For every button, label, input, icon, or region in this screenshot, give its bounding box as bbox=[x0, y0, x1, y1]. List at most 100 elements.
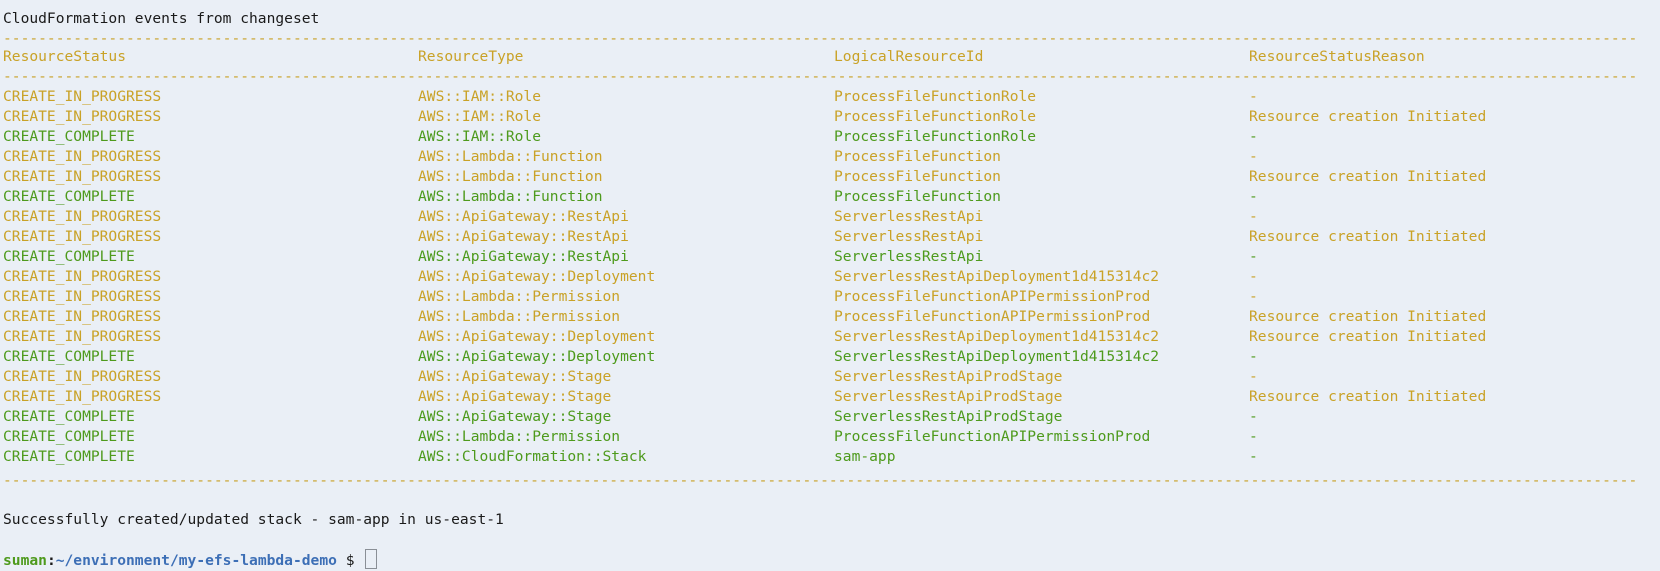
cell-resource-status-reason: Resource creation Initiated bbox=[1249, 308, 1487, 325]
cell-logical-resource-id: ServerlessRestApi bbox=[834, 208, 984, 225]
table-header: ResourceStatus ResourceType LogicalResou… bbox=[0, 47, 1660, 67]
cell-resource-status-reason: Resource creation Initiated bbox=[1249, 388, 1487, 405]
success-message: Successfully created/updated stack - sam… bbox=[3, 511, 504, 528]
cell-resource-status: CREATE_IN_PROGRESS bbox=[3, 268, 162, 285]
cell-resource-status: CREATE_IN_PROGRESS bbox=[3, 288, 162, 305]
cell-resource-status: CREATE_IN_PROGRESS bbox=[3, 228, 162, 245]
separator-bottom: ----------------------------------------… bbox=[3, 472, 1639, 489]
cell-resource-type: AWS::ApiGateway::RestApi bbox=[418, 248, 629, 265]
cell-logical-resource-id: ProcessFileFunctionRole bbox=[834, 108, 1037, 125]
separator-top: ----------------------------------------… bbox=[3, 30, 1639, 47]
cell-resource-type: AWS::Lambda::Function bbox=[418, 168, 603, 185]
header-logical-resource-id: LogicalResourceId bbox=[834, 48, 984, 65]
cell-resource-status: CREATE_IN_PROGRESS bbox=[3, 108, 162, 125]
table-row: CREATE_COMPLETE AWS::ApiGateway::RestApi S… bbox=[0, 247, 1660, 267]
cell-resource-status-reason: - bbox=[1249, 128, 1258, 145]
cell-resource-status: CREATE_COMPLETE bbox=[3, 448, 135, 465]
prompt-symbol: $ bbox=[345, 552, 355, 569]
table-row: CREATE_IN_PROGRESS AWS::Lambda::Function P… bbox=[0, 147, 1660, 167]
cell-resource-status-reason: - bbox=[1249, 368, 1258, 385]
cell-logical-resource-id: ProcessFileFunctionRole bbox=[834, 128, 1037, 145]
cell-resource-type: AWS::ApiGateway::Deployment bbox=[418, 348, 656, 365]
cell-resource-status-reason: - bbox=[1249, 288, 1258, 305]
cell-resource-status: CREATE_COMPLETE bbox=[3, 248, 135, 265]
cell-resource-status-reason: Resource creation Initiated bbox=[1249, 228, 1487, 245]
cell-resource-type: AWS::Lambda::Permission bbox=[418, 428, 621, 445]
cell-resource-type: AWS::IAM::Role bbox=[418, 88, 542, 105]
cell-resource-status-reason: - bbox=[1249, 448, 1258, 465]
cell-resource-status-reason: - bbox=[1249, 188, 1258, 205]
cell-resource-status: CREATE_IN_PROGRESS bbox=[3, 208, 162, 225]
cell-logical-resource-id: sam-app bbox=[834, 448, 896, 465]
table-row: CREATE_IN_PROGRESS AWS::ApiGateway::Deplo… bbox=[0, 327, 1660, 347]
cell-logical-resource-id: ProcessFileFunctionRole bbox=[834, 88, 1037, 105]
table-row: CREATE_COMPLETE AWS::CloudFormation::Stac… bbox=[0, 447, 1660, 467]
cursor-block[interactable] bbox=[365, 549, 378, 569]
cell-resource-status-reason: Resource creation Initiated bbox=[1249, 108, 1487, 125]
cell-resource-status: CREATE_COMPLETE bbox=[3, 348, 135, 365]
cell-resource-status: CREATE_IN_PROGRESS bbox=[3, 148, 162, 165]
cell-resource-type: AWS::Lambda::Function bbox=[418, 188, 603, 205]
cell-logical-resource-id: ServerlessRestApiProdStage bbox=[834, 368, 1063, 385]
cell-logical-resource-id: ServerlessRestApiDeployment1d415314c2 bbox=[834, 348, 1160, 365]
cell-resource-status: CREATE_IN_PROGRESS bbox=[3, 328, 162, 345]
cell-resource-type: AWS::ApiGateway::Deployment bbox=[418, 328, 656, 345]
cell-resource-type: AWS::Lambda::Function bbox=[418, 148, 603, 165]
prompt-separator: : bbox=[46, 552, 56, 569]
cell-logical-resource-id: ServerlessRestApi bbox=[834, 248, 984, 265]
prompt-user: suman bbox=[3, 552, 47, 569]
cell-logical-resource-id: ProcessFileFunction bbox=[834, 188, 1001, 205]
table-row: CREATE_COMPLETE AWS::ApiGateway::Deployme… bbox=[0, 347, 1660, 367]
cell-resource-status: CREATE_IN_PROGRESS bbox=[3, 88, 162, 105]
cell-resource-type: AWS::IAM::Role bbox=[418, 128, 542, 145]
cell-logical-resource-id: ProcessFileFunctionAPIPermissionProd bbox=[834, 308, 1151, 325]
cell-resource-status-reason: - bbox=[1249, 348, 1258, 365]
table-row: CREATE_COMPLETE AWS::Lambda::Permission Pr… bbox=[0, 427, 1660, 447]
cell-resource-status-reason: - bbox=[1249, 148, 1258, 165]
cell-resource-status: CREATE_COMPLETE bbox=[3, 428, 135, 445]
header-resource-status: ResourceStatus bbox=[3, 48, 127, 65]
table-row: CREATE_IN_PROGRESS AWS::Lambda::Permissio… bbox=[0, 287, 1660, 307]
cell-resource-status: CREATE_COMPLETE bbox=[3, 188, 135, 205]
cell-resource-status-reason: Resource creation Initiated bbox=[1249, 168, 1487, 185]
table-row: CREATE_IN_PROGRESS AWS::ApiGateway::RestA… bbox=[0, 207, 1660, 227]
prompt-path: ~/environment/my-efs-lambda-demo bbox=[55, 552, 337, 569]
cell-resource-status-reason: Resource creation Initiated bbox=[1249, 328, 1487, 345]
output-title: CloudFormation events from changeset bbox=[3, 10, 320, 27]
cell-logical-resource-id: ServerlessRestApiProdStage bbox=[834, 388, 1063, 405]
cell-resource-status-reason: - bbox=[1249, 88, 1258, 105]
table-row: CREATE_COMPLETE AWS::Lambda::Function Proc… bbox=[0, 187, 1660, 207]
cell-resource-type: AWS::Lambda::Permission bbox=[418, 288, 621, 305]
cell-logical-resource-id: ServerlessRestApiDeployment1d415314c2 bbox=[834, 328, 1160, 345]
cell-resource-type: AWS::ApiGateway::Stage bbox=[418, 408, 612, 425]
cell-resource-type: AWS::ApiGateway::Stage bbox=[418, 368, 612, 385]
cell-logical-resource-id: ServerlessRestApiProdStage bbox=[834, 408, 1063, 425]
cell-resource-type: AWS::ApiGateway::Stage bbox=[418, 388, 612, 405]
cell-logical-resource-id: ServerlessRestApi bbox=[834, 228, 984, 245]
cell-resource-status: CREATE_IN_PROGRESS bbox=[3, 168, 162, 185]
cell-resource-type: AWS::IAM::Role bbox=[418, 108, 542, 125]
cell-logical-resource-id: ProcessFileFunction bbox=[834, 148, 1001, 165]
table-row: CREATE_IN_PROGRESS AWS::ApiGateway::Deplo… bbox=[0, 267, 1660, 287]
cell-resource-type: AWS::ApiGateway::Deployment bbox=[418, 268, 656, 285]
header-resource-type: ResourceType bbox=[418, 48, 524, 65]
cell-resource-type: AWS::ApiGateway::RestApi bbox=[418, 208, 629, 225]
cell-resource-status: CREATE_IN_PROGRESS bbox=[3, 388, 162, 405]
cell-logical-resource-id: ProcessFileFunction bbox=[834, 168, 1001, 185]
cell-logical-resource-id: ProcessFileFunctionAPIPermissionProd bbox=[834, 428, 1151, 445]
separator-header: ----------------------------------------… bbox=[3, 68, 1639, 85]
cell-resource-status-reason: - bbox=[1249, 428, 1258, 445]
header-resource-status-reason: ResourceStatusReason bbox=[1249, 48, 1425, 65]
table-row: CREATE_IN_PROGRESS AWS::ApiGateway::Stage… bbox=[0, 387, 1660, 407]
table-row: CREATE_IN_PROGRESS AWS::IAM::Role ProcessF… bbox=[0, 107, 1660, 127]
cell-resource-status-reason: - bbox=[1249, 408, 1258, 425]
cell-logical-resource-id: ProcessFileFunctionAPIPermissionProd bbox=[834, 288, 1151, 305]
cell-resource-type: AWS::CloudFormation::Stack bbox=[418, 448, 647, 465]
shell-prompt[interactable]: suman:~/environment/my-efs-lambda-demo $ bbox=[3, 549, 378, 569]
